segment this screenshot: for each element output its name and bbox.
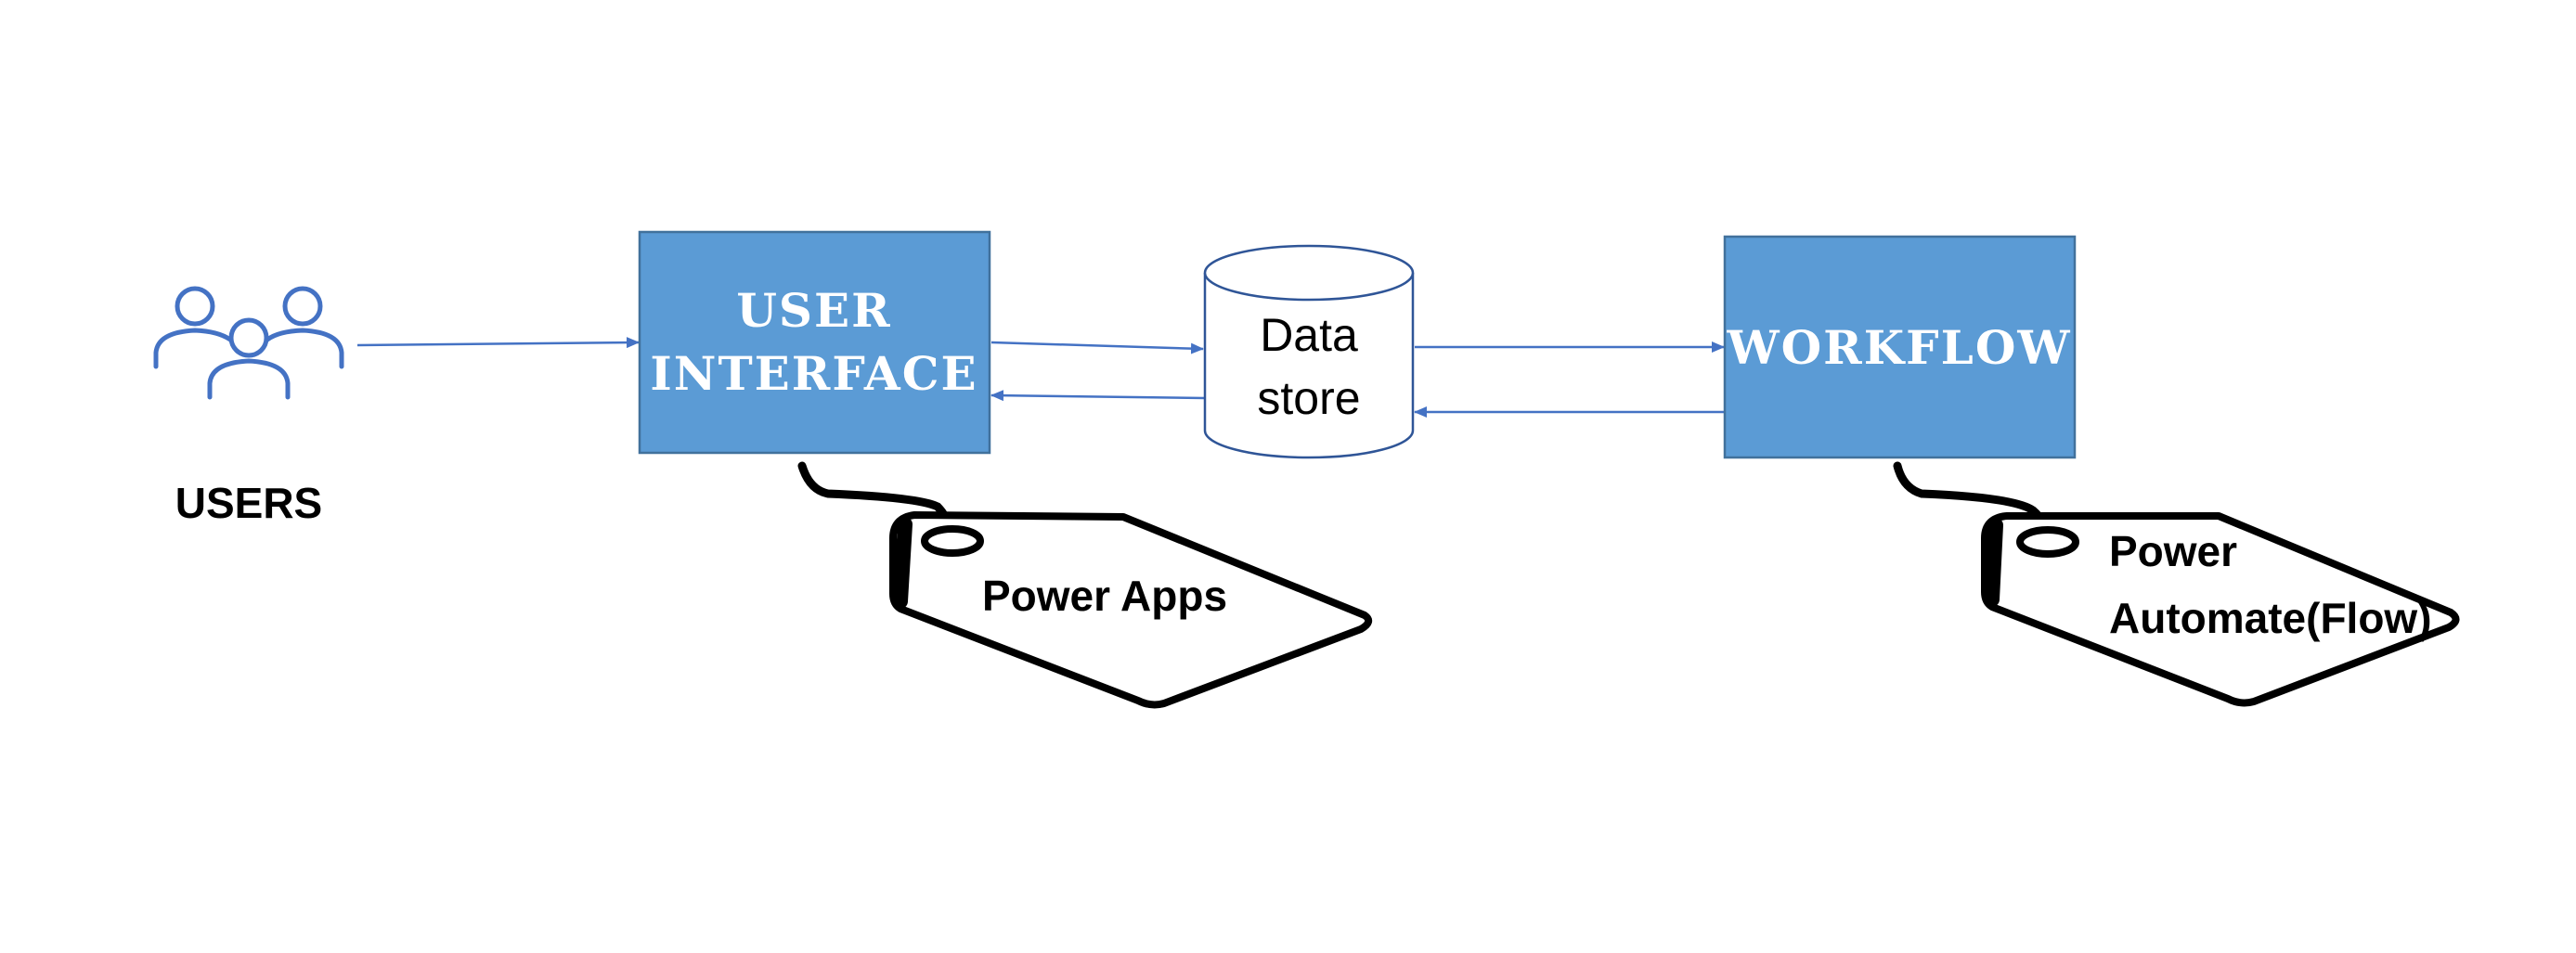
workflow-label: WORKFLOW	[1726, 320, 2071, 375]
power-apps-tag-body	[889, 511, 1373, 709]
user-interface-label-line2: INTERFACE	[650, 346, 977, 401]
power-apps-tag-label: Power Apps	[982, 572, 1227, 620]
users-label: USERS	[175, 479, 322, 527]
power-apps-tag-hole	[921, 525, 984, 557]
users-group-icon	[153, 286, 344, 400]
power-apps-tag: Power Apps	[797, 461, 1373, 709]
arrow-datastore-to-ui	[990, 390, 1206, 402]
power-automate-tag-label-line2: Automate(Flow)	[2109, 594, 2432, 642]
power-automate-tag: Power Automate(Flow)	[1893, 461, 2460, 707]
power-automate-tag-label-line1: Power	[2109, 527, 2237, 575]
power-automate-tag-hole	[2016, 526, 2079, 558]
user-interface-box: USER INTERFACE	[638, 230, 991, 455]
arrow-ui-to-datastore	[990, 341, 1204, 354]
arrow-users-to-ui	[356, 337, 640, 349]
workflow-box: WORKFLOW	[1723, 235, 2077, 459]
user-interface-label-line1: USER	[736, 283, 891, 338]
data-store-cylinder: Data store	[1203, 244, 1415, 459]
power-automate-tag-body	[1981, 512, 2460, 707]
data-store-label-line2: store	[1257, 372, 1360, 424]
data-store-label-line1: Data	[1260, 309, 1358, 361]
